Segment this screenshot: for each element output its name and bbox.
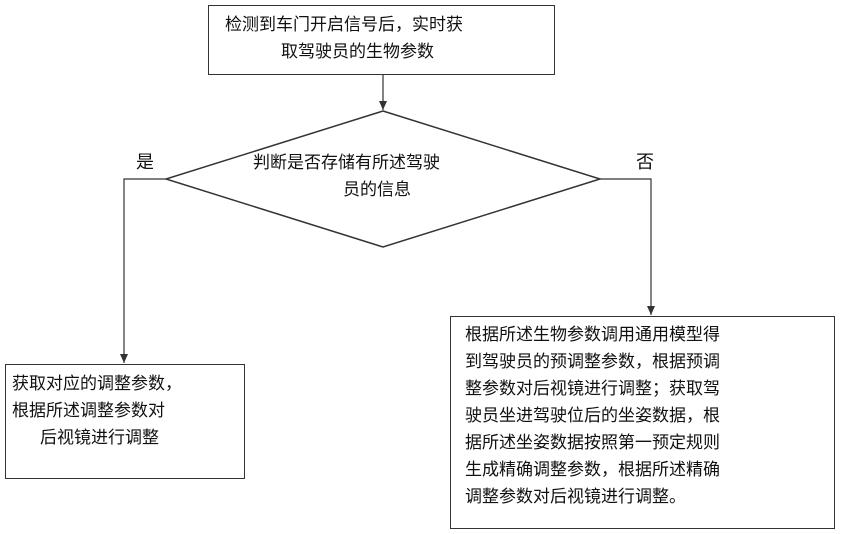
yes-text-line: 根据所述调整参数对 [12,398,238,425]
yes-result-box: 获取对应的调整参数， 根据所述调整参数对 后视镜进行调整 [5,364,245,479]
branch-yes-label: 是 [136,148,154,174]
yes-text-line: 获取对应的调整参数， [12,371,238,398]
arrow-yes-branch [124,179,166,363]
no-text-line: 根据所述生物参数调用通用模型得 [465,322,826,349]
yes-text-line: 后视镜进行调整 [12,425,238,452]
branch-no-label: 否 [636,148,654,174]
decision-text-line: 员的信息 [245,177,525,204]
start-text-line: 检测到车门开启信号后，实时获 [225,12,546,39]
arrow-no-branch [600,179,651,315]
start-text-line: 取驾驶员的生物参数 [225,39,546,66]
no-text-line: 调整参数对后视镜进行调整。 [465,484,826,511]
start-process-box: 检测到车门开启信号后，实时获 取驾驶员的生物参数 [208,5,555,75]
no-text-line: 到驾驶员的预调整参数，根据预调 [465,349,826,376]
no-text-line: 整参数对后视镜进行调整；获取驾 [465,376,826,403]
no-result-box: 根据所述生物参数调用通用模型得 到驾驶员的预调整参数，根据预调 整参数对后视镜进… [450,316,835,529]
decision-text-line: 判断是否存储有所述驾驶 [245,150,525,177]
no-text-line: 据所述坐姿数据按照第一预定规则 [465,430,826,457]
decision-text: 判断是否存储有所述驾驶 员的信息 [245,150,525,204]
no-text-line: 驶员坐进驾驶位后的坐姿数据，根 [465,403,826,430]
no-text-line: 生成精确调整参数，根据所述精确 [465,457,826,484]
